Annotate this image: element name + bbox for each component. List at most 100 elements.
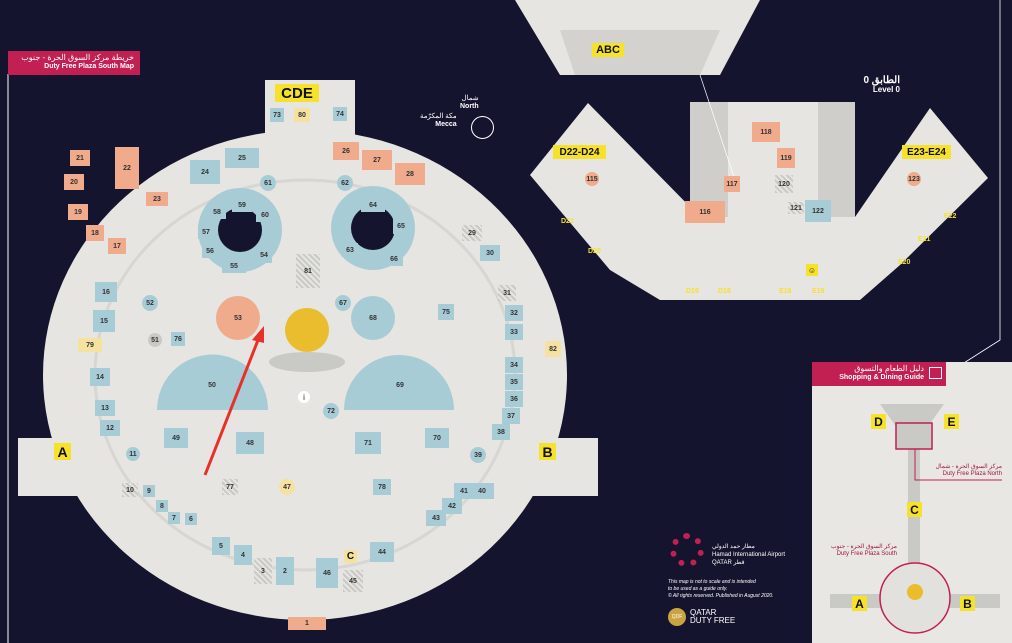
unit-123[interactable]: 123 (907, 172, 921, 186)
unit-76[interactable]: 76 (171, 332, 185, 346)
unit-33[interactable]: 33 (505, 324, 523, 340)
unit-55[interactable]: 55 (222, 259, 246, 273)
unit-58[interactable]: 58 (208, 205, 226, 219)
unit-117[interactable]: 117 (724, 176, 740, 192)
unit-44[interactable]: 44 (370, 542, 394, 562)
unit-71[interactable]: 71 (355, 432, 381, 454)
guide-gate-a: A (852, 596, 867, 611)
unit-5[interactable]: 5 (212, 537, 230, 555)
unit-67[interactable]: 67 (335, 295, 351, 311)
unit-42[interactable]: 42 (442, 498, 462, 514)
guide-mini-map (830, 404, 1002, 634)
unit-41[interactable]: 41 (454, 483, 474, 499)
unit-27[interactable]: 27 (362, 150, 392, 170)
unit-12[interactable]: 12 (100, 420, 120, 436)
unit-32[interactable]: 32 (505, 305, 523, 321)
unit-17[interactable]: 17 (108, 238, 126, 254)
unit-57[interactable]: 57 (198, 225, 214, 239)
unit-15[interactable]: 15 (93, 310, 115, 332)
unit-8[interactable]: 8 (156, 500, 168, 512)
unit-50[interactable]: 50 (208, 381, 216, 389)
unit-63[interactable]: 63 (342, 243, 358, 257)
unit-56[interactable]: 56 (202, 244, 218, 258)
unit-31[interactable]: 31 (498, 285, 516, 301)
unit-51[interactable]: 51 (148, 333, 162, 347)
unit-29[interactable]: 29 (462, 225, 482, 241)
unit-72[interactable]: 72 (323, 403, 339, 419)
unit-36[interactable]: 36 (505, 391, 523, 407)
unit-6[interactable]: 6 (185, 513, 197, 525)
unit-13[interactable]: 13 (95, 400, 115, 416)
guide-title-english: Shopping & Dining Guide (839, 373, 924, 381)
unit-45[interactable]: 45 (343, 570, 363, 592)
unit-37[interactable]: 37 (502, 408, 520, 424)
unit-70[interactable]: 70 (425, 428, 449, 448)
unit-79[interactable]: 79 (78, 338, 102, 352)
disclaimer-line: to be used as a guide only. (668, 585, 728, 592)
unit-24[interactable]: 24 (190, 160, 220, 184)
north-arabic: شمال (461, 95, 479, 102)
unit-2[interactable]: 2 (276, 557, 294, 585)
unit-74[interactable]: 74 (333, 107, 347, 121)
mecca-arabic: مكة المكرّمة (420, 113, 457, 120)
unit-21[interactable]: 21 (70, 150, 90, 166)
unit-116[interactable]: 116 (685, 201, 725, 223)
unit-119[interactable]: 119 (777, 148, 795, 168)
unit-16[interactable]: 16 (95, 282, 117, 302)
unit-78[interactable]: 78 (373, 479, 391, 495)
unit-122[interactable]: 122 (805, 200, 831, 222)
unit-35[interactable]: 35 (505, 374, 523, 390)
unit-19[interactable]: 19 (68, 204, 88, 220)
unit-4[interactable]: 4 (234, 545, 252, 565)
guide-gate-e: E (944, 414, 959, 429)
unit-68[interactable]: 68 (351, 296, 395, 340)
unit-40[interactable]: 40 (470, 483, 494, 499)
unit-61[interactable]: 61 (260, 175, 276, 191)
unit-49[interactable]: 49 (164, 428, 188, 448)
gate-d22-d24-sign: D22-D24 (553, 145, 606, 159)
unit-54[interactable]: 54 (256, 247, 272, 263)
unit-66[interactable]: 66 (385, 252, 403, 266)
unit-62[interactable]: 62 (337, 175, 353, 191)
unit-1[interactable]: 1 (288, 617, 326, 630)
unit-52[interactable]: 52 (142, 295, 158, 311)
unit-60[interactable]: 60 (256, 208, 274, 222)
unit-22[interactable]: 22 (115, 147, 139, 189)
unit-65[interactable]: 65 (393, 218, 409, 234)
unit-82[interactable]: 82 (545, 341, 561, 357)
unit-120[interactable]: 120 (775, 175, 793, 193)
unit-80[interactable]: 80 (294, 108, 310, 122)
unit-30[interactable]: 30 (480, 245, 500, 261)
unit-53[interactable]: 53 (216, 296, 260, 340)
unit-38[interactable]: 38 (492, 424, 510, 440)
unit-64[interactable]: 64 (361, 198, 385, 212)
unit-7[interactable]: 7 (168, 512, 180, 524)
unit-14[interactable]: 14 (90, 368, 110, 386)
unit-11[interactable]: 11 (126, 447, 140, 461)
zone-c-sign: C (344, 550, 357, 563)
unit-9[interactable]: 9 (143, 485, 155, 497)
unit-23[interactable]: 23 (146, 192, 168, 206)
unit-34[interactable]: 34 (505, 357, 523, 373)
unit-26[interactable]: 26 (333, 142, 359, 160)
unit-75[interactable]: 75 (438, 304, 454, 320)
unit-118[interactable]: 118 (752, 122, 780, 142)
unit-47[interactable]: 47 (279, 479, 295, 495)
unit-46[interactable]: 46 (316, 558, 338, 588)
unit-3[interactable]: 3 (254, 558, 272, 584)
unit-77[interactable]: 77 (222, 479, 238, 495)
unit-25[interactable]: 25 (225, 148, 259, 168)
unit-115[interactable]: 115 (585, 172, 599, 186)
unit-48[interactable]: 48 (236, 432, 264, 454)
unit-121[interactable]: 121 (788, 202, 804, 214)
unit-18[interactable]: 18 (86, 225, 104, 241)
unit-81[interactable]: 81 (296, 254, 320, 288)
unit-59[interactable]: 59 (232, 198, 252, 212)
unit-28[interactable]: 28 (395, 163, 425, 185)
unit-10[interactable]: 10 (122, 483, 138, 497)
unit-73[interactable]: 73 (270, 108, 284, 122)
unit-39[interactable]: 39 (470, 447, 486, 463)
unit-43[interactable]: 43 (426, 510, 446, 526)
unit-20[interactable]: 20 (64, 174, 84, 190)
unit-69[interactable]: 69 (396, 381, 404, 389)
